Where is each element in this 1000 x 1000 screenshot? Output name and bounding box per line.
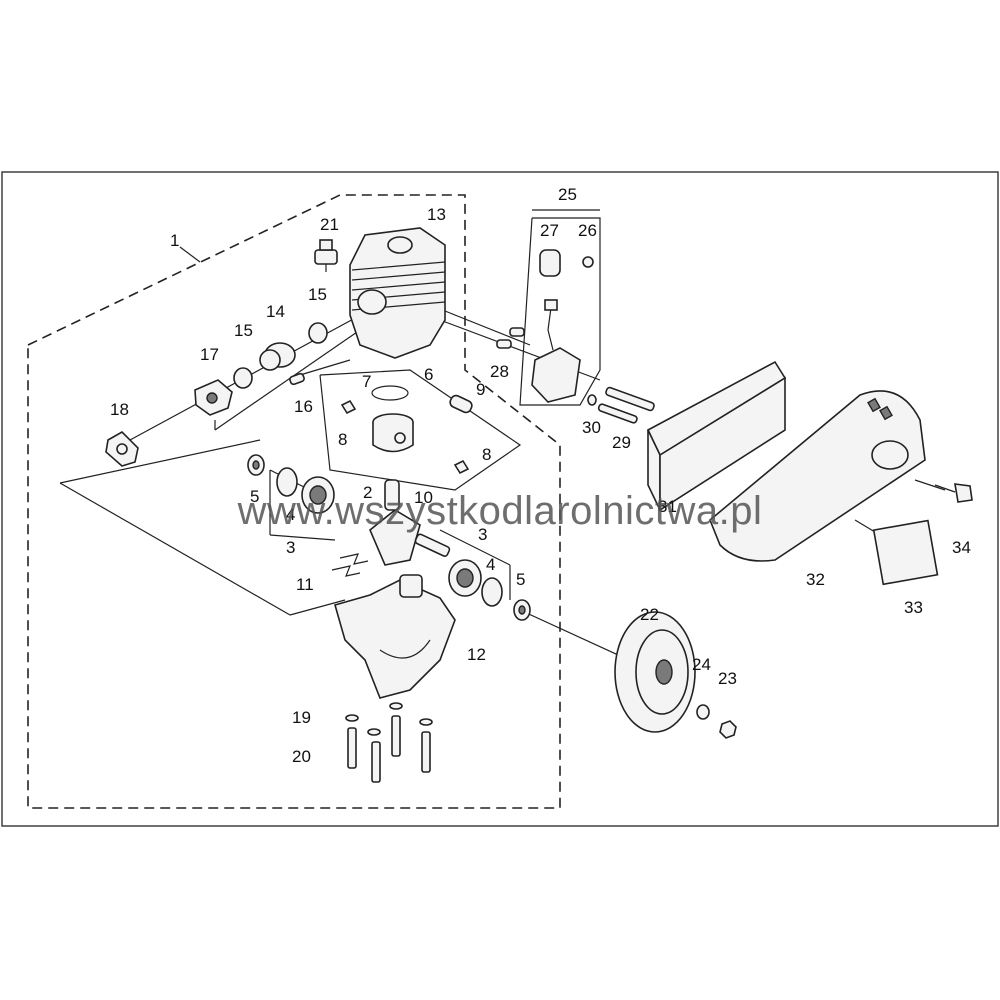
warning-label [872,519,939,586]
intake-adapter [259,342,296,371]
callout-9: 9 [476,380,485,399]
seal-4a [276,467,298,497]
callout-3a: 3 [286,538,295,557]
oil-seal-5a [247,454,265,476]
callout-11: 11 [296,575,314,594]
callout-31: 31 [658,497,677,516]
callout-28: 28 [490,362,509,381]
bearing-3b [448,559,482,597]
cover-knob [934,483,973,503]
callout-29: 29 [612,433,631,452]
callout-4a: 4 [286,505,295,524]
gasket-15b [233,367,253,389]
callout-18: 18 [110,400,129,419]
callout-7: 7 [362,372,371,391]
circlip-8a [340,399,357,415]
callout-21: 21 [320,215,339,234]
callout-16: 16 [294,397,313,416]
callout-labels: 1 2 3 3 4 4 5 5 6 7 8 8 9 10 11 12 13 14… [110,185,971,766]
callout-10: 10 [414,488,433,507]
callout-30: 30 [582,418,601,437]
circlip-8b [453,459,470,475]
washers [345,702,433,736]
carburetor [531,299,581,403]
washer-24 [696,704,710,720]
callout-26: 26 [578,221,597,240]
callout-23: 23 [718,669,737,688]
callout-22: 22 [640,605,659,624]
cylinder [349,227,446,359]
diagram-frame [1,171,999,827]
choke-lever [539,249,594,277]
piston [372,413,414,453]
callout-25: 25 [558,185,577,204]
callout-8a: 8 [338,430,347,449]
air-filter [646,360,787,512]
callout-13: 13 [427,205,446,224]
crankcase [334,574,456,699]
callout-2: 2 [363,483,372,502]
callout-5b: 5 [516,570,525,589]
piston-pin [449,394,473,414]
retaining-clips [331,553,369,577]
piston-ring [371,385,409,401]
callout-33: 33 [904,598,923,617]
watermark-text: www.wszystkodlarolnictwa.pl [237,489,763,533]
callout-15b: 15 [234,321,253,340]
carburetor-group-box [519,217,601,406]
muffler-gasket [105,431,139,467]
pin-28b [496,339,512,349]
carburetor-bolts [587,386,655,424]
callout-6: 6 [424,365,433,384]
callout-8b: 8 [482,445,491,464]
engine-assembly-boundary [27,194,561,809]
bolts [347,715,431,783]
callout-3b: 3 [478,525,487,544]
crankshaft [369,479,451,566]
flywheel [614,611,696,733]
callout-24: 24 [692,655,711,674]
callout-27: 27 [540,221,559,240]
nut-23 [719,720,737,739]
oil-seal-5b [513,599,531,621]
callout-17: 17 [200,345,219,364]
spark-plug [314,239,338,272]
pin-28a [509,327,525,337]
callout-1: 1 [170,231,179,250]
callout-15a: 15 [308,285,327,304]
gasket-15a [308,322,328,344]
piston-group-boundary [319,369,522,491]
callout-19: 19 [292,708,311,727]
seal-4b [481,577,503,607]
callout-12: 12 [467,645,486,664]
callout-34: 34 [952,538,971,557]
intake-insulator [194,379,233,416]
air-cleaner-cover [709,390,926,562]
bearing-3a [301,476,335,514]
pin-16 [289,372,305,386]
callout-14: 14 [266,302,285,321]
callout-5a: 5 [250,487,259,506]
callout-20: 20 [292,747,311,766]
callout-32: 32 [806,570,825,589]
callout-4b: 4 [486,555,495,574]
